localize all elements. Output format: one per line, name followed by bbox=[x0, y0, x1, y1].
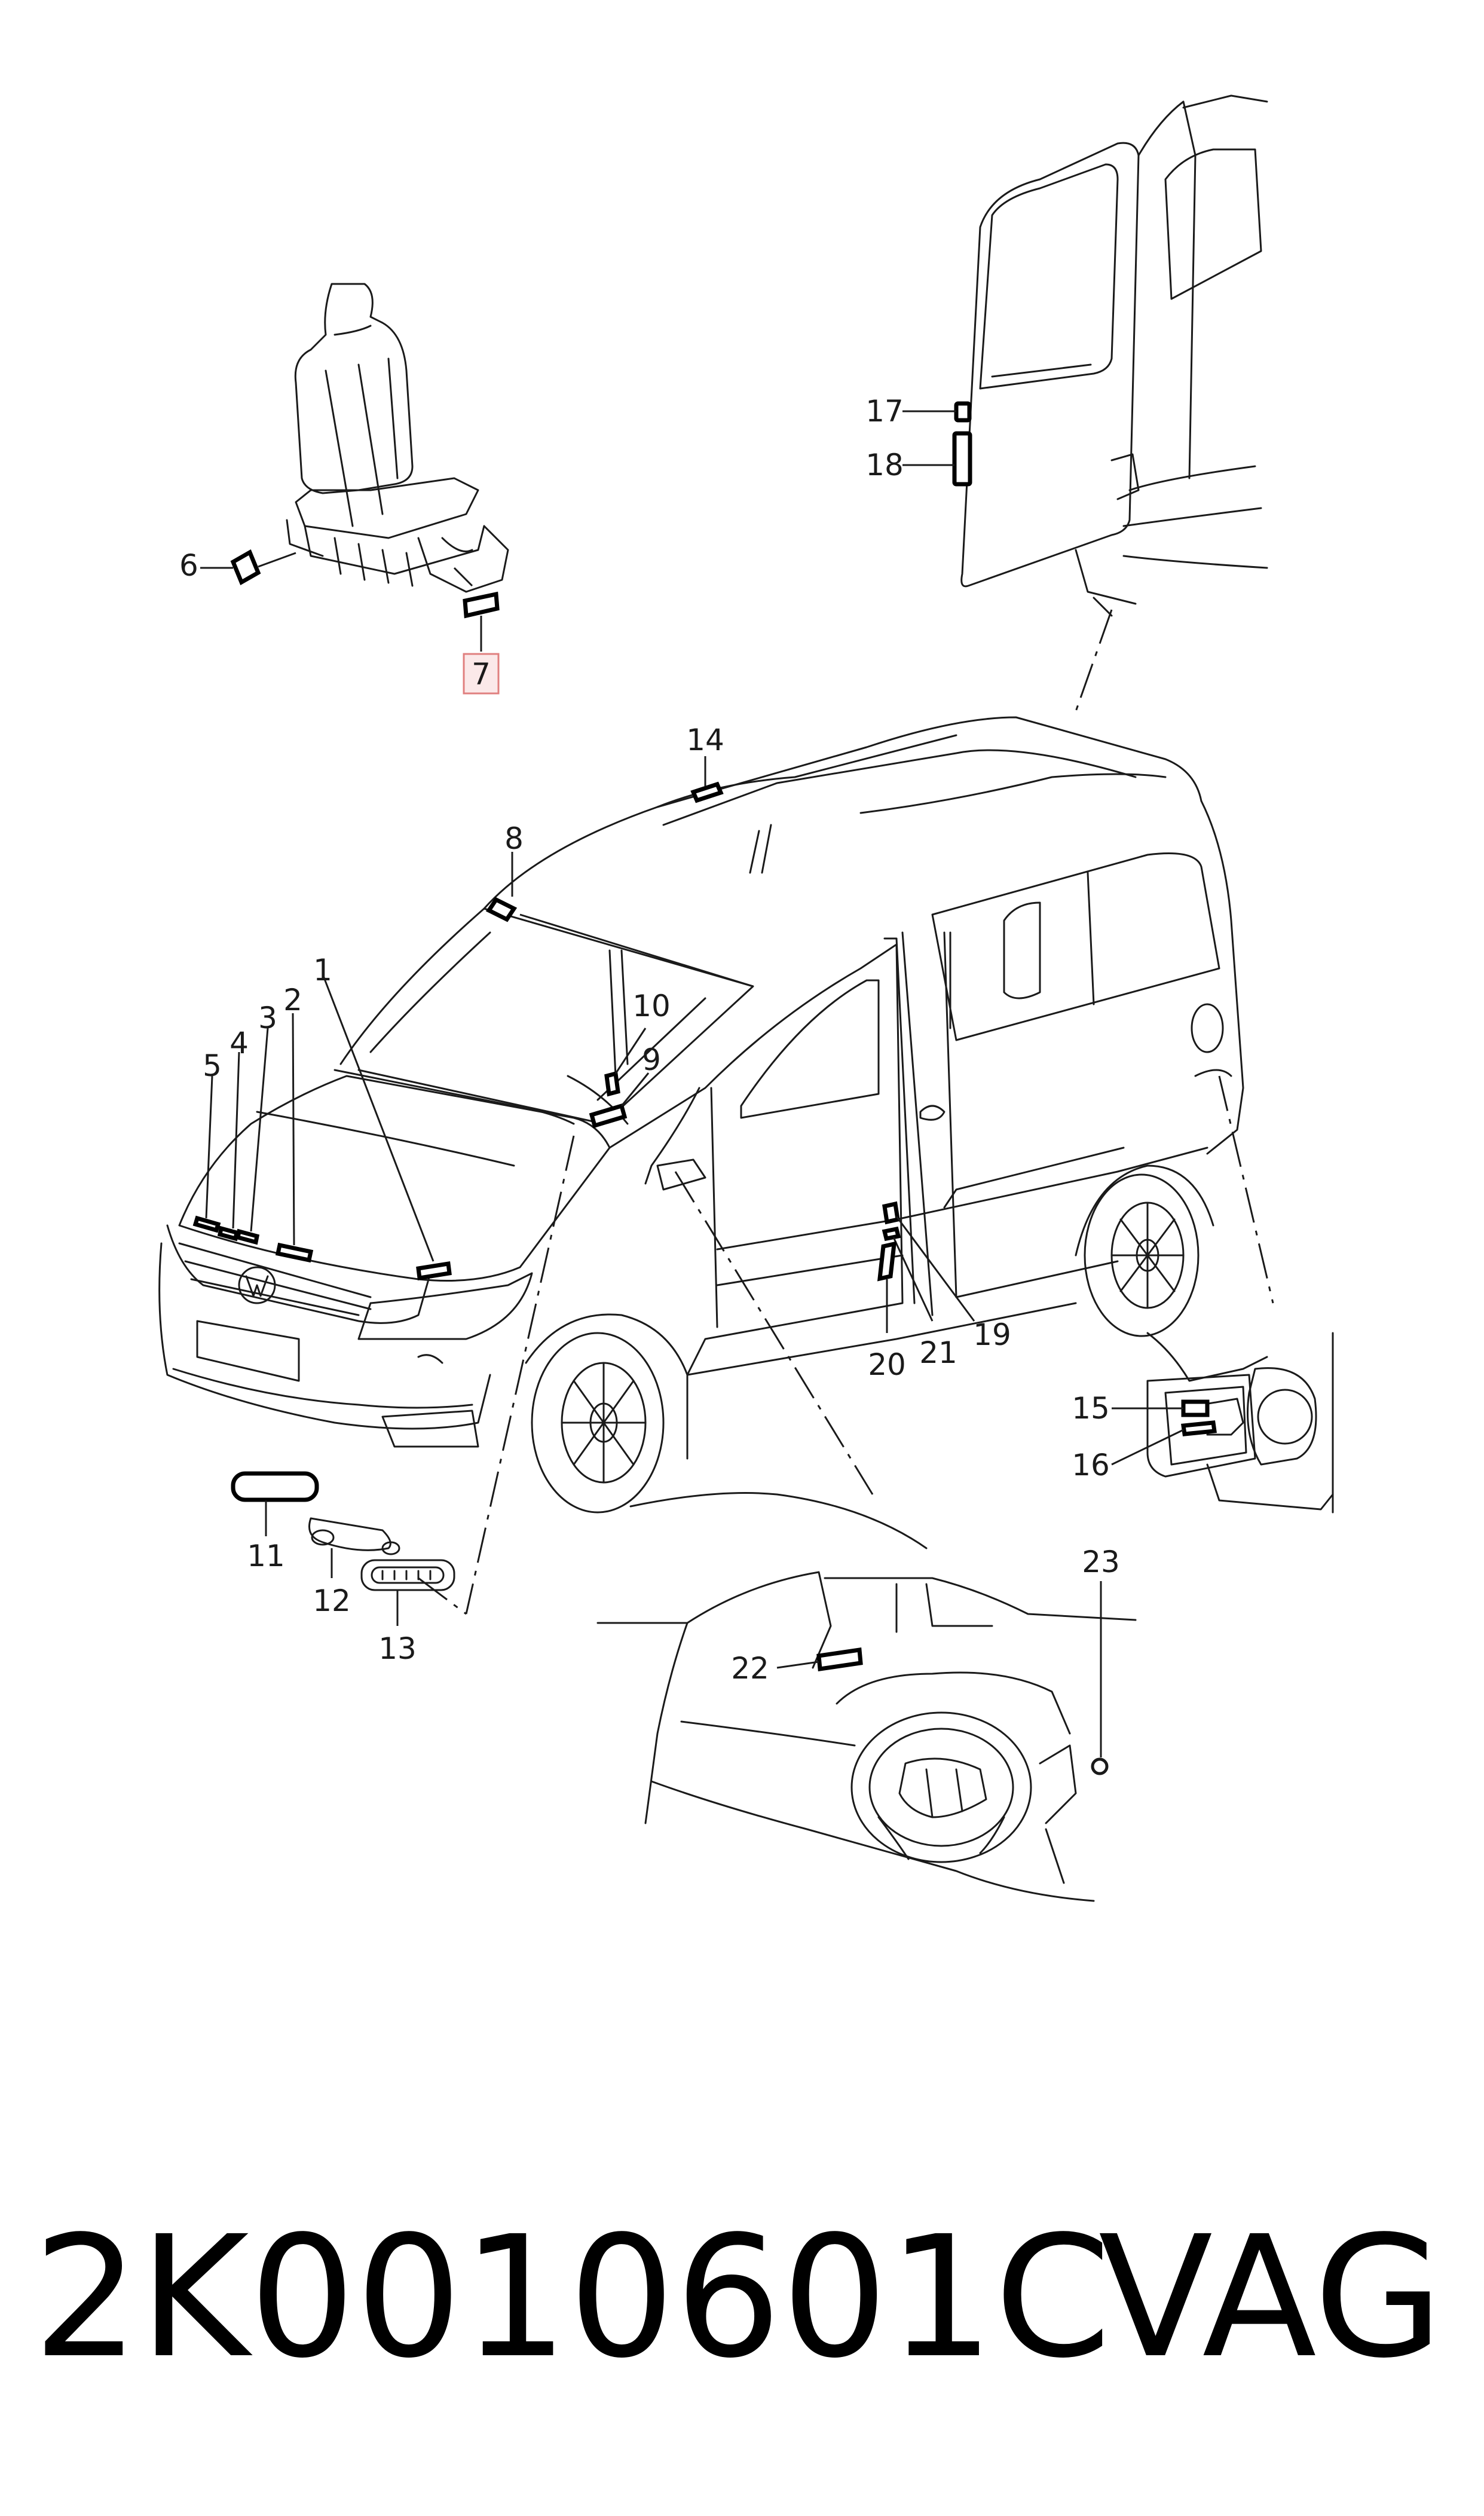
label-4 bbox=[217, 1051, 240, 1242]
label-9 bbox=[589, 1072, 650, 1129]
callout-6: 6 bbox=[179, 548, 198, 583]
label-3 bbox=[235, 1028, 269, 1245]
callout-14: 14 bbox=[686, 723, 724, 757]
callout-13: 13 bbox=[378, 1631, 417, 1666]
callout-8: 8 bbox=[504, 821, 524, 856]
callout-15: 15 bbox=[1072, 1391, 1110, 1426]
callout-9: 9 bbox=[642, 1043, 661, 1077]
label-5 bbox=[192, 1075, 221, 1233]
callout-12: 12 bbox=[313, 1583, 351, 1618]
label-21 bbox=[882, 1226, 934, 1322]
label-19 bbox=[882, 1201, 975, 1322]
callout-11: 11 bbox=[247, 1539, 285, 1573]
callout-18: 18 bbox=[865, 448, 904, 482]
label-6 bbox=[230, 549, 296, 586]
callout-3: 3 bbox=[258, 1001, 277, 1035]
callout-23: 23 bbox=[1082, 1545, 1120, 1579]
callout-7-highlight-box bbox=[463, 653, 500, 695]
label-16 bbox=[1111, 1420, 1217, 1466]
callout-22: 22 bbox=[731, 1651, 769, 1686]
callout-20: 20 bbox=[868, 1347, 906, 1382]
label-13 bbox=[360, 1559, 467, 1626]
callout-2: 2 bbox=[283, 983, 302, 1017]
callout-1: 1 bbox=[313, 953, 332, 988]
callout-16: 16 bbox=[1072, 1448, 1110, 1482]
label-8 bbox=[485, 852, 754, 988]
rear-door-illustration bbox=[960, 94, 1268, 712]
callout-21: 21 bbox=[919, 1335, 957, 1370]
label-2 bbox=[275, 1013, 314, 1263]
label-22 bbox=[776, 1647, 863, 1672]
dashboard-illustration bbox=[596, 1492, 1137, 1902]
label-17 bbox=[902, 401, 972, 423]
callout-7: 7 bbox=[472, 657, 491, 692]
label-14 bbox=[690, 756, 724, 803]
part-number: 2K0010601C bbox=[33, 2200, 1111, 2395]
callout-19: 19 bbox=[973, 1317, 1011, 1352]
brand-name: VAG bbox=[1099, 2200, 1443, 2395]
fuel-flap-illustration bbox=[1146, 1332, 1334, 1514]
label-11 bbox=[231, 1471, 319, 1536]
label-7 bbox=[453, 567, 500, 695]
callout-5: 5 bbox=[203, 1048, 222, 1083]
callout-10: 10 bbox=[632, 989, 671, 1023]
seat-illustration bbox=[286, 283, 509, 593]
label-1 bbox=[322, 974, 452, 1281]
label-18 bbox=[902, 431, 972, 487]
label-20 bbox=[877, 1241, 897, 1333]
label-15 bbox=[1112, 1399, 1210, 1417]
label-10 bbox=[604, 1028, 647, 1097]
callout-4: 4 bbox=[230, 1026, 249, 1060]
interior-lamp-12 bbox=[308, 1517, 400, 1578]
callout-17: 17 bbox=[865, 394, 904, 429]
